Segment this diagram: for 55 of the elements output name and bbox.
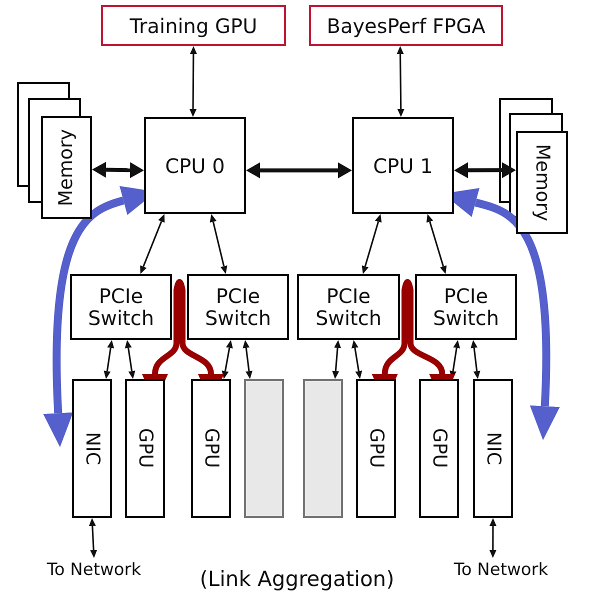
box-label: CPU 0 (165, 154, 225, 176)
cpu-box (144, 117, 246, 214)
arrow (332, 340, 342, 379)
box-label: PCIe Switch (86, 285, 156, 329)
switch-box (415, 274, 517, 340)
cpu-box (352, 117, 454, 214)
card-slot (191, 379, 231, 518)
arrow (426, 214, 447, 274)
box-label: CPU 1 (373, 154, 433, 176)
box-label: PCIe Switch (204, 285, 272, 329)
arrow (470, 340, 480, 379)
arrow (190, 46, 197, 117)
arrow (351, 340, 362, 379)
box-label: PCIe Switch (432, 285, 500, 329)
box-label: Memory (532, 144, 552, 222)
box-label: Training GPU (130, 14, 258, 36)
switch-box (187, 274, 289, 340)
empty-slot (244, 379, 284, 518)
arrow (210, 214, 228, 274)
arrow (246, 162, 352, 178)
box-label: GPU (428, 428, 450, 469)
arrow (454, 162, 516, 178)
arrow (92, 162, 144, 178)
box-label: Memory (56, 128, 77, 206)
card-slot (125, 379, 165, 518)
arrow (222, 340, 233, 379)
box-label: NIC (82, 432, 102, 466)
card-slot (473, 379, 513, 518)
network-label: To Network (443, 558, 559, 582)
component-box (309, 5, 503, 46)
arrow (104, 340, 114, 379)
box-label: NIC (482, 432, 504, 466)
box-label: GPU (200, 428, 222, 469)
network-label: To Network (36, 558, 152, 582)
box-label: PCIe Switch (314, 285, 383, 329)
arrow (489, 518, 496, 558)
box-label: BayesPerf FPGA (326, 14, 486, 36)
empty-slot (303, 379, 343, 518)
component-box (101, 5, 286, 46)
arrow (88, 518, 98, 558)
arrow (362, 214, 382, 274)
memory-card (41, 116, 92, 219)
switch-box (297, 274, 400, 340)
arrow (396, 46, 404, 117)
box-label: GPU (134, 428, 156, 469)
memory-card (516, 131, 568, 234)
card-slot (72, 379, 112, 518)
switch-box (70, 274, 172, 340)
note-text: (Link Aggregation) (198, 568, 396, 592)
card-slot (419, 379, 459, 518)
arrow (140, 214, 165, 274)
arrow (124, 340, 136, 379)
arrow (242, 340, 252, 379)
card-slot (356, 379, 396, 518)
box-label: GPU (366, 428, 386, 469)
